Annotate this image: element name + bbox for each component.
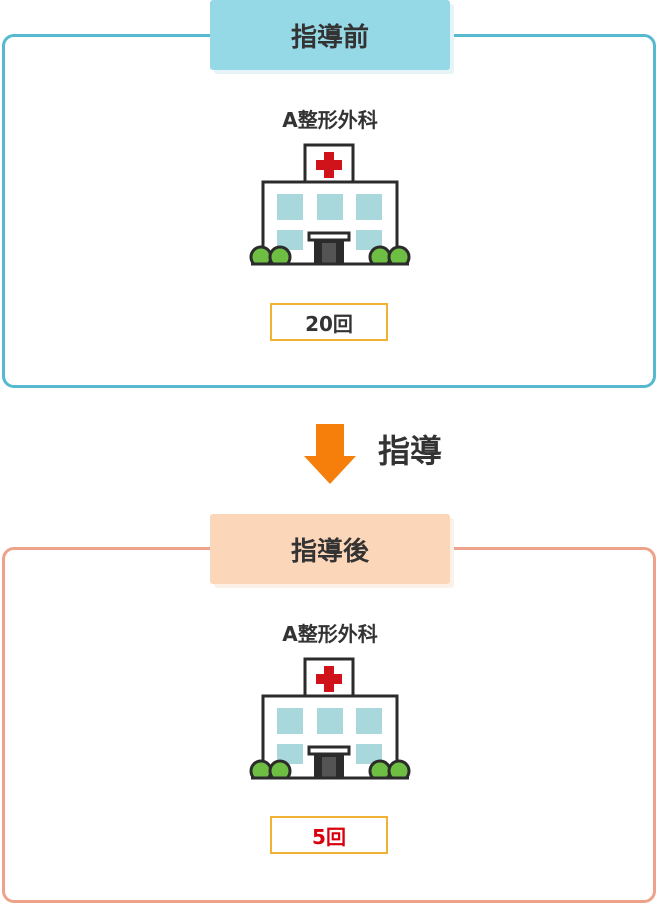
arrow-down-icon (304, 424, 356, 484)
before-count-box: 20回 (270, 303, 388, 341)
before-clinic-name: A整形外科 (282, 108, 378, 132)
after-count-box: 5回 (270, 816, 388, 854)
hospital-building-icon (248, 143, 412, 268)
before-tab: 指導前 (210, 0, 450, 70)
red-cross-icon (316, 666, 342, 692)
step-label: 指導 (378, 432, 443, 470)
after-clinic-name: A整形外科 (282, 622, 378, 646)
hospital-building-icon (248, 657, 412, 782)
red-cross-icon (316, 152, 342, 178)
after-tab: 指導後 (210, 514, 450, 584)
